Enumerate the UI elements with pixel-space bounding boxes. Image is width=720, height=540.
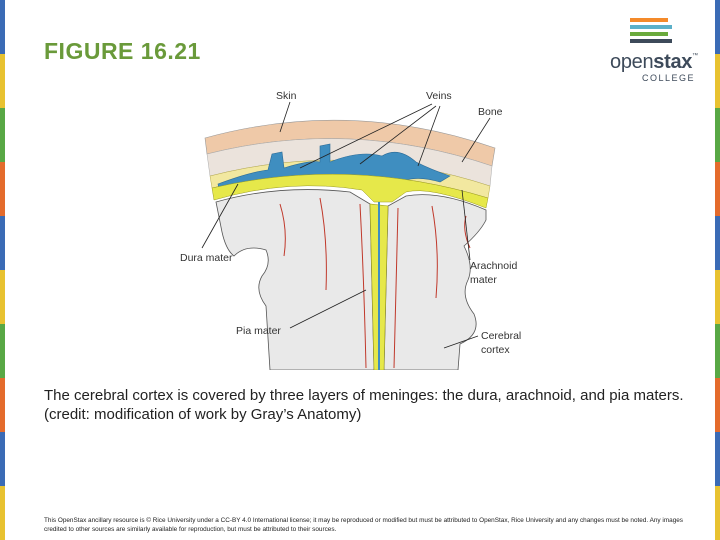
edge-stripe-segment bbox=[715, 108, 720, 162]
left-edge-stripe bbox=[0, 0, 5, 540]
leader-pia bbox=[289, 289, 367, 329]
logo-trademark: ™ bbox=[692, 53, 698, 59]
edge-stripe-segment bbox=[0, 0, 5, 54]
logo-bar-1 bbox=[630, 18, 668, 22]
edge-stripe-segment bbox=[0, 54, 5, 108]
vessel-left-3 bbox=[359, 203, 367, 369]
logo-bar-3 bbox=[630, 32, 668, 36]
label-dura-mater: Dura mater bbox=[180, 252, 233, 264]
label-veins: Veins bbox=[426, 90, 452, 102]
vessel-right-2 bbox=[431, 205, 438, 299]
edge-stripe-segment bbox=[715, 486, 720, 540]
edge-stripe-segment bbox=[715, 0, 720, 54]
edge-stripe-segment bbox=[0, 270, 5, 324]
label-cortex: cortex bbox=[481, 344, 510, 356]
edge-stripe-segment bbox=[715, 270, 720, 324]
logo-bar-4 bbox=[630, 39, 672, 43]
cortex-left bbox=[215, 189, 375, 370]
slide-title: FIGURE 16.21 bbox=[44, 38, 201, 64]
edge-stripe-segment bbox=[715, 378, 720, 432]
leader-cortex bbox=[443, 335, 479, 349]
label-skin: Skin bbox=[276, 90, 297, 102]
leader-skin bbox=[279, 101, 291, 133]
leader-dura bbox=[201, 183, 239, 249]
label-pia-mater: Pia mater bbox=[236, 325, 281, 337]
edge-stripe-segment bbox=[0, 216, 5, 270]
edge-stripe-segment bbox=[0, 108, 5, 162]
edge-stripe-segment bbox=[715, 54, 720, 108]
leader-bone bbox=[461, 117, 491, 163]
leader-veins-3 bbox=[417, 105, 441, 167]
leader-veins-1 bbox=[299, 103, 433, 169]
vessel-right-1 bbox=[393, 207, 399, 369]
edge-stripe-segment bbox=[715, 216, 720, 270]
label-arachnoid-mater: mater bbox=[470, 274, 497, 286]
vessel-left-2 bbox=[319, 197, 327, 291]
openstax-college-logo: openstax™ COLLEGE bbox=[608, 14, 698, 84]
edge-stripe-segment bbox=[715, 162, 720, 216]
leader-arachnoid bbox=[461, 189, 471, 261]
figure-caption: The cerebral cortex is covered by three … bbox=[44, 387, 684, 423]
edge-stripe-segment bbox=[0, 432, 5, 486]
logo-word-regular: open bbox=[610, 51, 654, 73]
edge-stripe-segment bbox=[715, 432, 720, 486]
label-bone: Bone bbox=[478, 106, 503, 118]
edge-stripe-segment bbox=[0, 162, 5, 216]
cortex-right bbox=[383, 194, 487, 370]
label-cerebral: Cerebral bbox=[481, 330, 521, 342]
edge-stripe-segment bbox=[715, 324, 720, 378]
edge-stripe-segment bbox=[0, 486, 5, 540]
arachnoid-layer bbox=[211, 173, 489, 209]
edge-stripe-segment bbox=[0, 324, 5, 378]
license-footer: This OpenStax ancillary resource is © Ri… bbox=[44, 517, 684, 533]
leader-veins-2 bbox=[359, 105, 437, 165]
vessel-left-1 bbox=[279, 203, 286, 257]
meninges-diagram: Skin Veins Bone Dura mater Arachnoid mat… bbox=[180, 90, 521, 370]
label-arachnoid: Arachnoid bbox=[470, 260, 517, 272]
logo-college: COLLEGE bbox=[642, 73, 696, 83]
logo-word-bold: stax bbox=[653, 51, 693, 73]
logo-wordmark: openstax™ bbox=[610, 51, 698, 74]
logo-bar-2 bbox=[630, 25, 672, 29]
right-edge-stripe bbox=[715, 0, 720, 540]
edge-stripe-segment bbox=[0, 378, 5, 432]
